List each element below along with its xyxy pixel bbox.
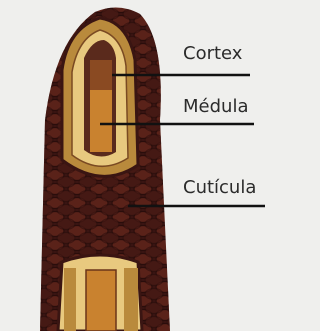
medula-label: Médula — [183, 98, 248, 116]
cortex-lower-outer-left — [64, 268, 76, 331]
medula-lower-core — [86, 270, 116, 331]
medula-upper-core — [90, 90, 112, 152]
cortex-label: Cortex — [183, 45, 242, 63]
cuticula-label: Cutícula — [183, 179, 256, 197]
cortex-lower-outer-right — [124, 268, 138, 331]
medula-upper-shade — [90, 60, 112, 90]
